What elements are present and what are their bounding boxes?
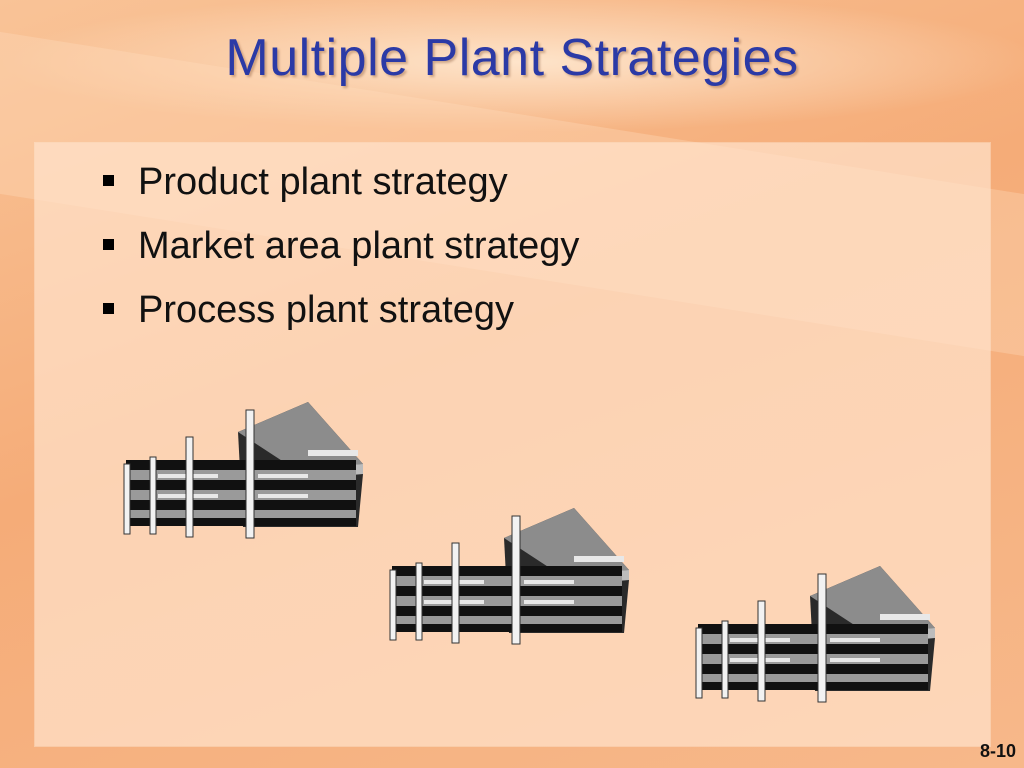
factory-building-icon xyxy=(695,566,935,703)
factory-building-icon xyxy=(389,508,629,645)
square-bullet-icon xyxy=(103,175,114,186)
bullet-item: Market area plant strategy xyxy=(100,220,579,284)
bullet-text: Market area plant strategy xyxy=(138,225,580,267)
square-bullet-icon xyxy=(103,303,114,314)
square-bullet-icon xyxy=(103,239,114,250)
bullet-list: Product plant strategy Market area plant… xyxy=(100,156,579,348)
bullet-text: Process plant strategy xyxy=(138,289,514,331)
slide-title: Multiple Plant Strategies xyxy=(225,29,799,87)
bullet-item: Process plant strategy xyxy=(100,284,579,348)
bullet-item: Product plant strategy xyxy=(100,156,579,220)
bullet-text: Product plant strategy xyxy=(138,161,508,203)
factory-building-icon xyxy=(123,402,363,539)
page-number: 8-10 xyxy=(979,741,1016,761)
